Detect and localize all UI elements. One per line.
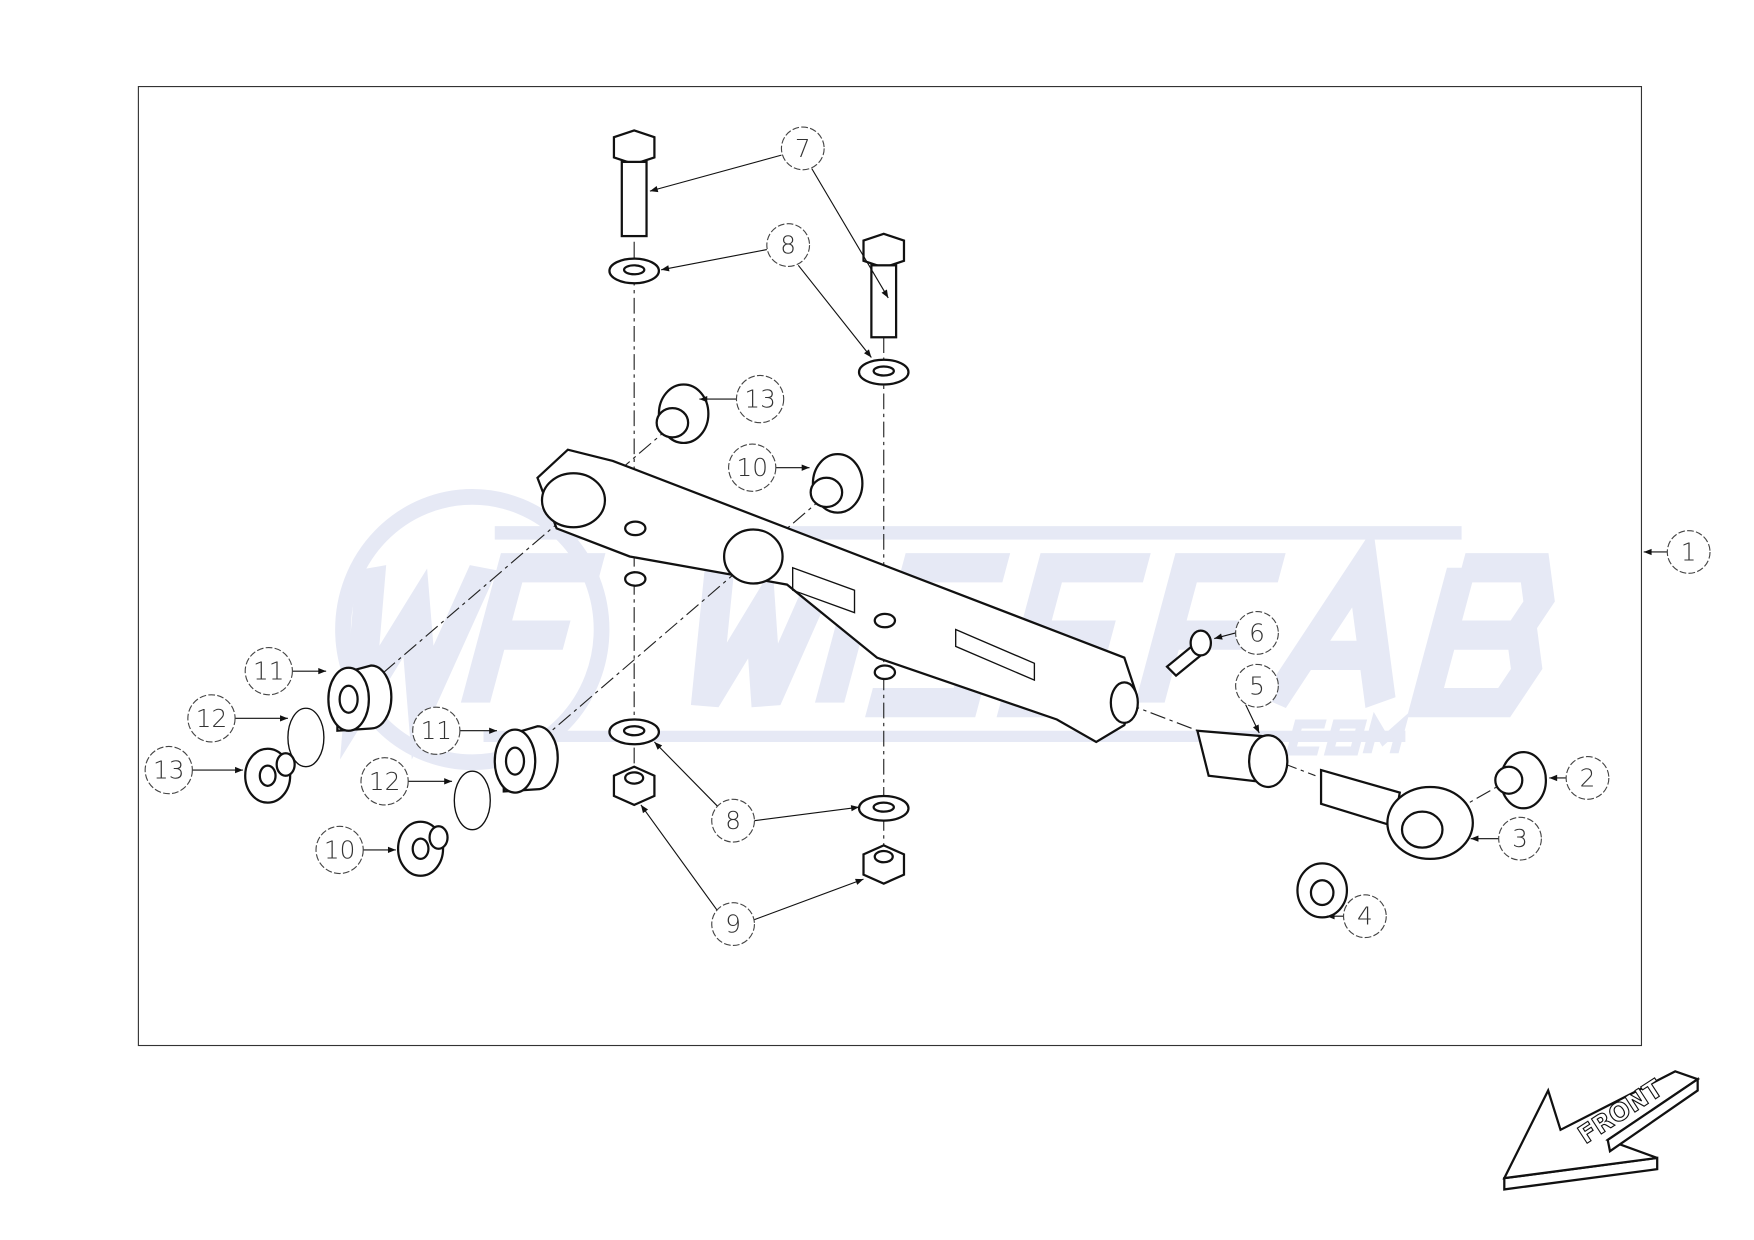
svg-text:1: 1 <box>1681 537 1697 566</box>
svg-text:3: 3 <box>1512 824 1528 853</box>
callout-10: 10 <box>315 825 364 875</box>
svg-text:4: 4 <box>1357 902 1373 931</box>
callout-13: 13 <box>735 374 785 424</box>
spherical-bearing <box>327 664 393 732</box>
svg-text:6: 6 <box>1249 618 1265 647</box>
callout-2: 2 <box>1565 756 1610 800</box>
lock-nut <box>612 765 656 807</box>
callout-8: 8 <box>711 798 756 843</box>
svg-text:5: 5 <box>1249 671 1265 700</box>
svg-text:11: 11 <box>253 657 284 686</box>
svg-text:7: 7 <box>795 134 811 163</box>
svg-text:8: 8 <box>725 806 741 835</box>
spherical-bearing <box>493 725 559 794</box>
callout-7: 7 <box>780 126 825 171</box>
top-hat-spacer <box>244 747 296 804</box>
assembly-frame <box>137 86 1643 1047</box>
callout-13: 13 <box>144 745 193 795</box>
svg-text:12: 12 <box>369 767 400 796</box>
washer <box>857 358 910 386</box>
svg-text:13: 13 <box>744 385 775 414</box>
rod-end <box>1319 768 1474 861</box>
callout-5: 5 <box>1235 663 1279 708</box>
washer <box>608 718 661 746</box>
callout-12: 12 <box>360 757 409 806</box>
callout-10: 10 <box>728 443 777 492</box>
callout-6: 6 <box>1235 611 1279 655</box>
svg-text:9: 9 <box>725 910 741 939</box>
svg-text:12: 12 <box>196 704 227 733</box>
svg-text:10: 10 <box>324 835 355 864</box>
callout-11: 11 <box>412 706 461 755</box>
adjuster-screw <box>1165 629 1213 678</box>
leader-lines <box>190 154 1668 921</box>
rod-end-spacer <box>1494 750 1548 810</box>
washer <box>857 794 910 822</box>
front-direction-arrow: FRONT <box>1502 1070 1701 1191</box>
svg-text:10: 10 <box>736 453 767 482</box>
svg-text:11: 11 <box>421 716 452 745</box>
svg-text:8: 8 <box>780 231 796 260</box>
callout-12: 12 <box>187 694 236 743</box>
bolt <box>862 232 906 339</box>
top-hat-spacer <box>396 820 449 877</box>
circlip <box>287 707 325 768</box>
callout-3: 3 <box>1498 816 1542 861</box>
callout-9: 9 <box>711 902 756 947</box>
main-arm <box>536 448 1139 744</box>
rod-end-spacer <box>1296 862 1349 919</box>
wf-monogram <box>340 553 606 760</box>
bolt <box>612 129 656 238</box>
lock-nut <box>862 844 906 885</box>
top-hat-spacer <box>809 453 864 514</box>
callout-8: 8 <box>766 223 811 267</box>
callout-4: 4 <box>1342 894 1387 939</box>
top-hat-spacer <box>655 383 710 445</box>
callout-11: 11 <box>244 646 293 696</box>
circlip <box>453 770 491 831</box>
washer <box>608 257 661 285</box>
threaded-adjuster <box>1195 729 1289 789</box>
callout-1: 1 <box>1666 530 1711 574</box>
svg-text:13: 13 <box>153 756 184 785</box>
svg-text:2: 2 <box>1580 763 1596 792</box>
